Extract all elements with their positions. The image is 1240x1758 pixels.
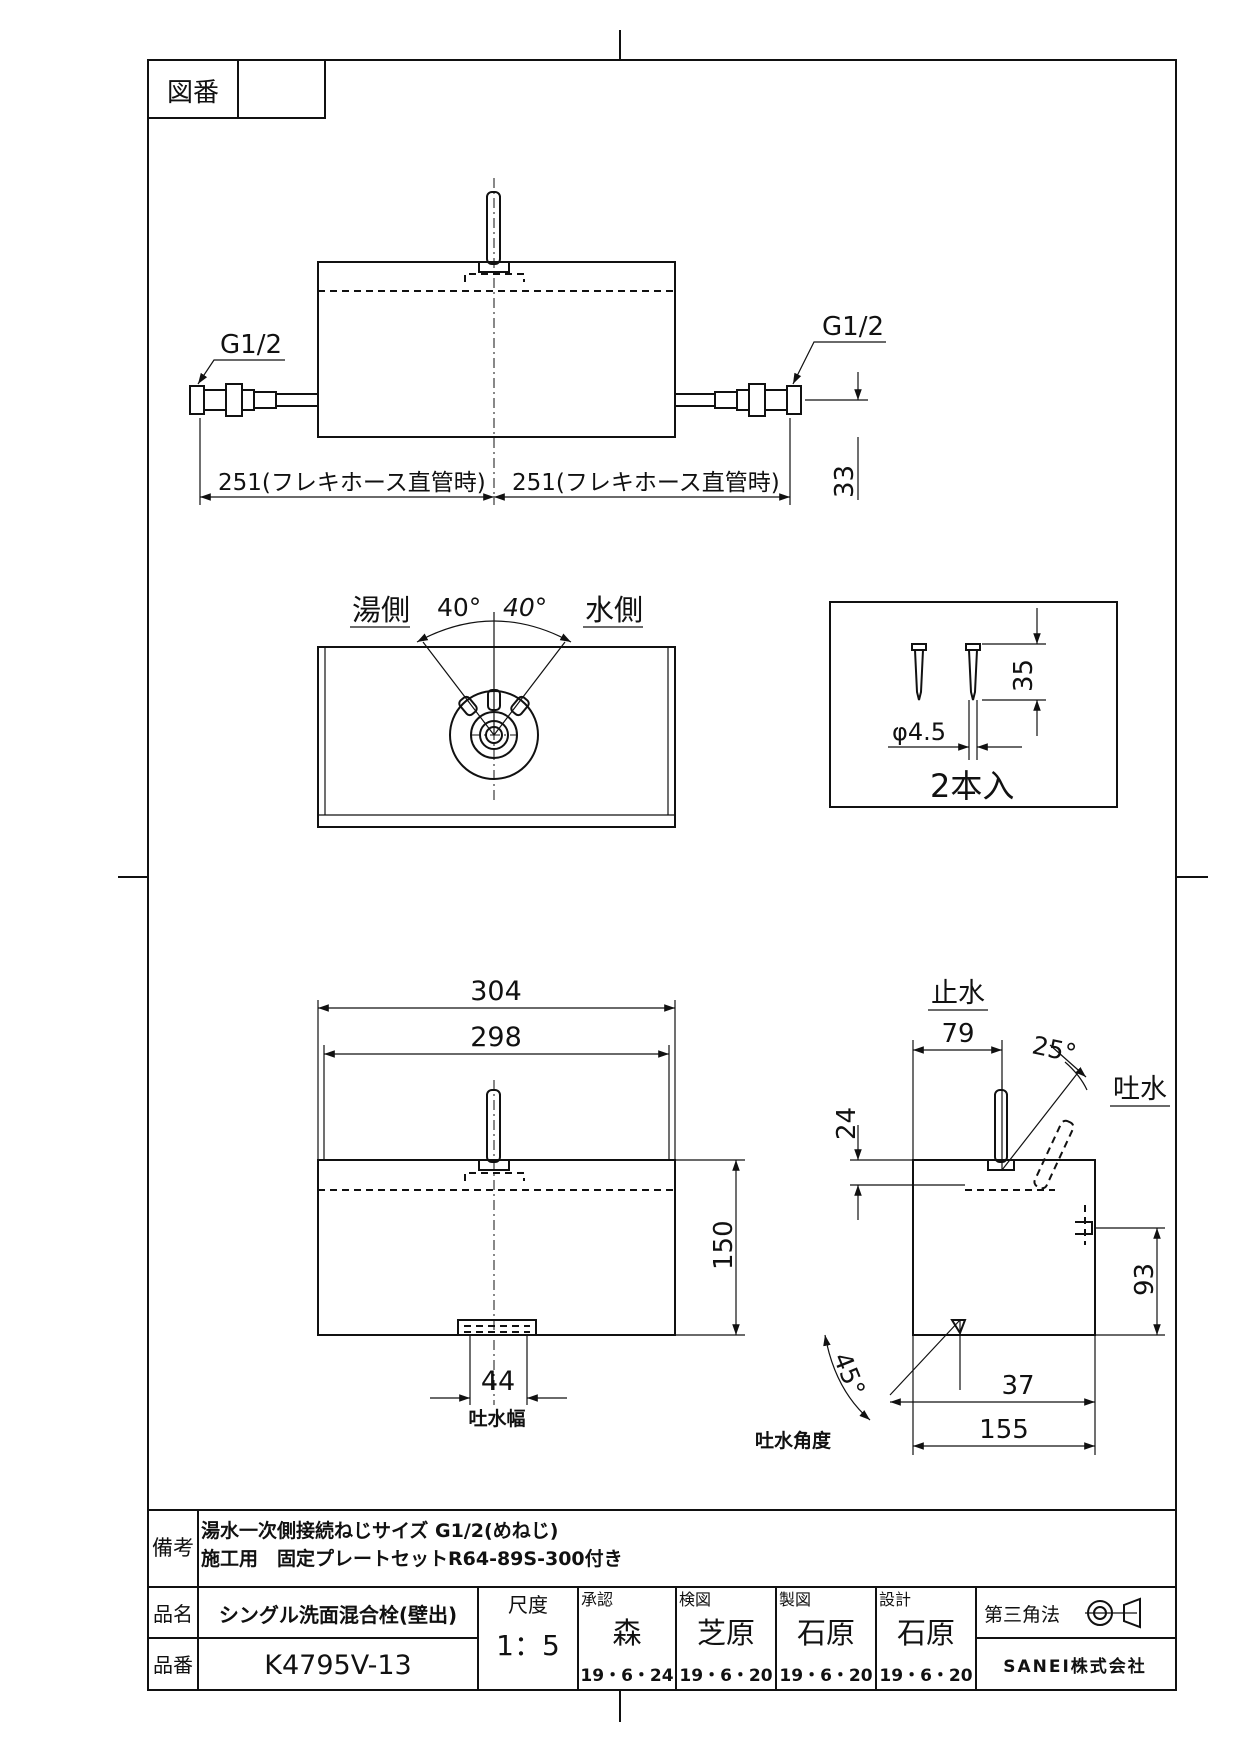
dim-251-right: 251(フレキホース直管時) (512, 470, 780, 496)
hot-side-label: 湯側 (352, 593, 410, 627)
approved-date: 19・6・24 (580, 1666, 673, 1686)
angle-left-label: 40° (437, 593, 481, 622)
screw-length-dim: 35 (1009, 659, 1039, 692)
projection-label: 第三角法 (984, 1604, 1060, 1626)
checked-by: 芝原 (697, 1616, 755, 1650)
left-hose-fitting (189, 383, 318, 417)
angle-45-label: 45° (827, 1348, 870, 1400)
product-name: シングル洗面混合栓(壁出) (219, 1603, 457, 1627)
dim-79: 79 (941, 1019, 974, 1049)
cold-side-label: 水側 (585, 593, 643, 627)
dim-37: 37 (1001, 1371, 1034, 1401)
thread-left-label: G1/2 (220, 330, 282, 360)
checked-label: 検図 (679, 1590, 711, 1609)
screw-diameter: φ4.5 (892, 718, 946, 746)
dim-24: 24 (832, 1107, 862, 1140)
scale-label: 尺度 (508, 1593, 548, 1617)
product-name-label: 品名 (153, 1602, 193, 1626)
angle-right-label: 40° (503, 593, 547, 622)
dim-251-left: 251(フレキホース直管時) (218, 470, 486, 496)
drawn-label: 製図 (779, 1590, 811, 1609)
dim-93: 93 (1130, 1263, 1160, 1296)
right-hose-fitting (675, 383, 802, 417)
thread-right-label: G1/2 (822, 312, 884, 342)
company-name: SANEI株式会社 (1003, 1656, 1147, 1677)
designed-label: 設計 (879, 1590, 911, 1609)
dim-33: 33 (830, 465, 860, 498)
drawn-by: 石原 (797, 1616, 855, 1650)
dim-155: 155 (979, 1415, 1029, 1445)
drawing-number-label: 図番 (167, 78, 219, 108)
designed-by: 石原 (897, 1616, 955, 1650)
dim-304: 304 (470, 976, 522, 1007)
screw-box: 35 φ4.5 2本入 (829, 601, 1118, 808)
approved-label: 承認 (581, 1590, 613, 1609)
checked-date: 19・6・20 (679, 1666, 772, 1686)
dim-44: 44 (481, 1366, 515, 1397)
top-view: 湯側 水側 40° 40° (317, 593, 676, 828)
front-view: G1/2 G1/2 251(フレキホース直管時) 251(フレキホース直管時) … (189, 178, 886, 505)
angle-25-label: 25° (1030, 1031, 1079, 1069)
title-block: 品名 シングル洗面混合栓(壁出) 品番 K4795V-13 尺度 1：5 承認 … (148, 1587, 1176, 1690)
third-angle-projection-icon (1085, 1597, 1141, 1629)
dim-150: 150 (709, 1220, 739, 1270)
spout-angle-label: 吐水角度 (755, 1429, 832, 1452)
side-view: 304 298 150 44 吐水幅 (317, 976, 745, 1430)
notes-label: 備考 (152, 1536, 194, 1560)
approved-by: 森 (612, 1616, 641, 1650)
drawing-number-box: 図番 (147, 59, 326, 119)
product-no: K4795V-13 (264, 1650, 411, 1681)
sheet-border (118, 30, 1208, 1722)
discharge-label: 吐水 (1113, 1074, 1167, 1105)
notes-box: 備考 湯水一次側接続ねじサイズ G1/2(めねじ) 施工用 固定プレートセットR… (148, 1509, 1176, 1588)
drawn-date: 19・6・20 (779, 1666, 872, 1686)
spout-width-label: 吐水幅 (468, 1407, 525, 1430)
notes-line-1: 湯水一次側接続ねじサイズ G1/2(めねじ) (201, 1519, 558, 1542)
stop-water-label: 止水 (931, 978, 985, 1009)
scale-value: 1：5 (496, 1629, 560, 1662)
designed-date: 19・6・20 (879, 1666, 972, 1686)
notes-line-2: 施工用 固定プレートセットR64-89S-300付き (201, 1547, 623, 1570)
screw-quantity: 2本入 (930, 767, 1014, 805)
dim-298: 298 (470, 1022, 522, 1053)
product-no-label: 品番 (153, 1653, 193, 1677)
end-view: 止水 79 25° 吐水 24 93 45° 37 155 吐水角度 (755, 978, 1170, 1455)
